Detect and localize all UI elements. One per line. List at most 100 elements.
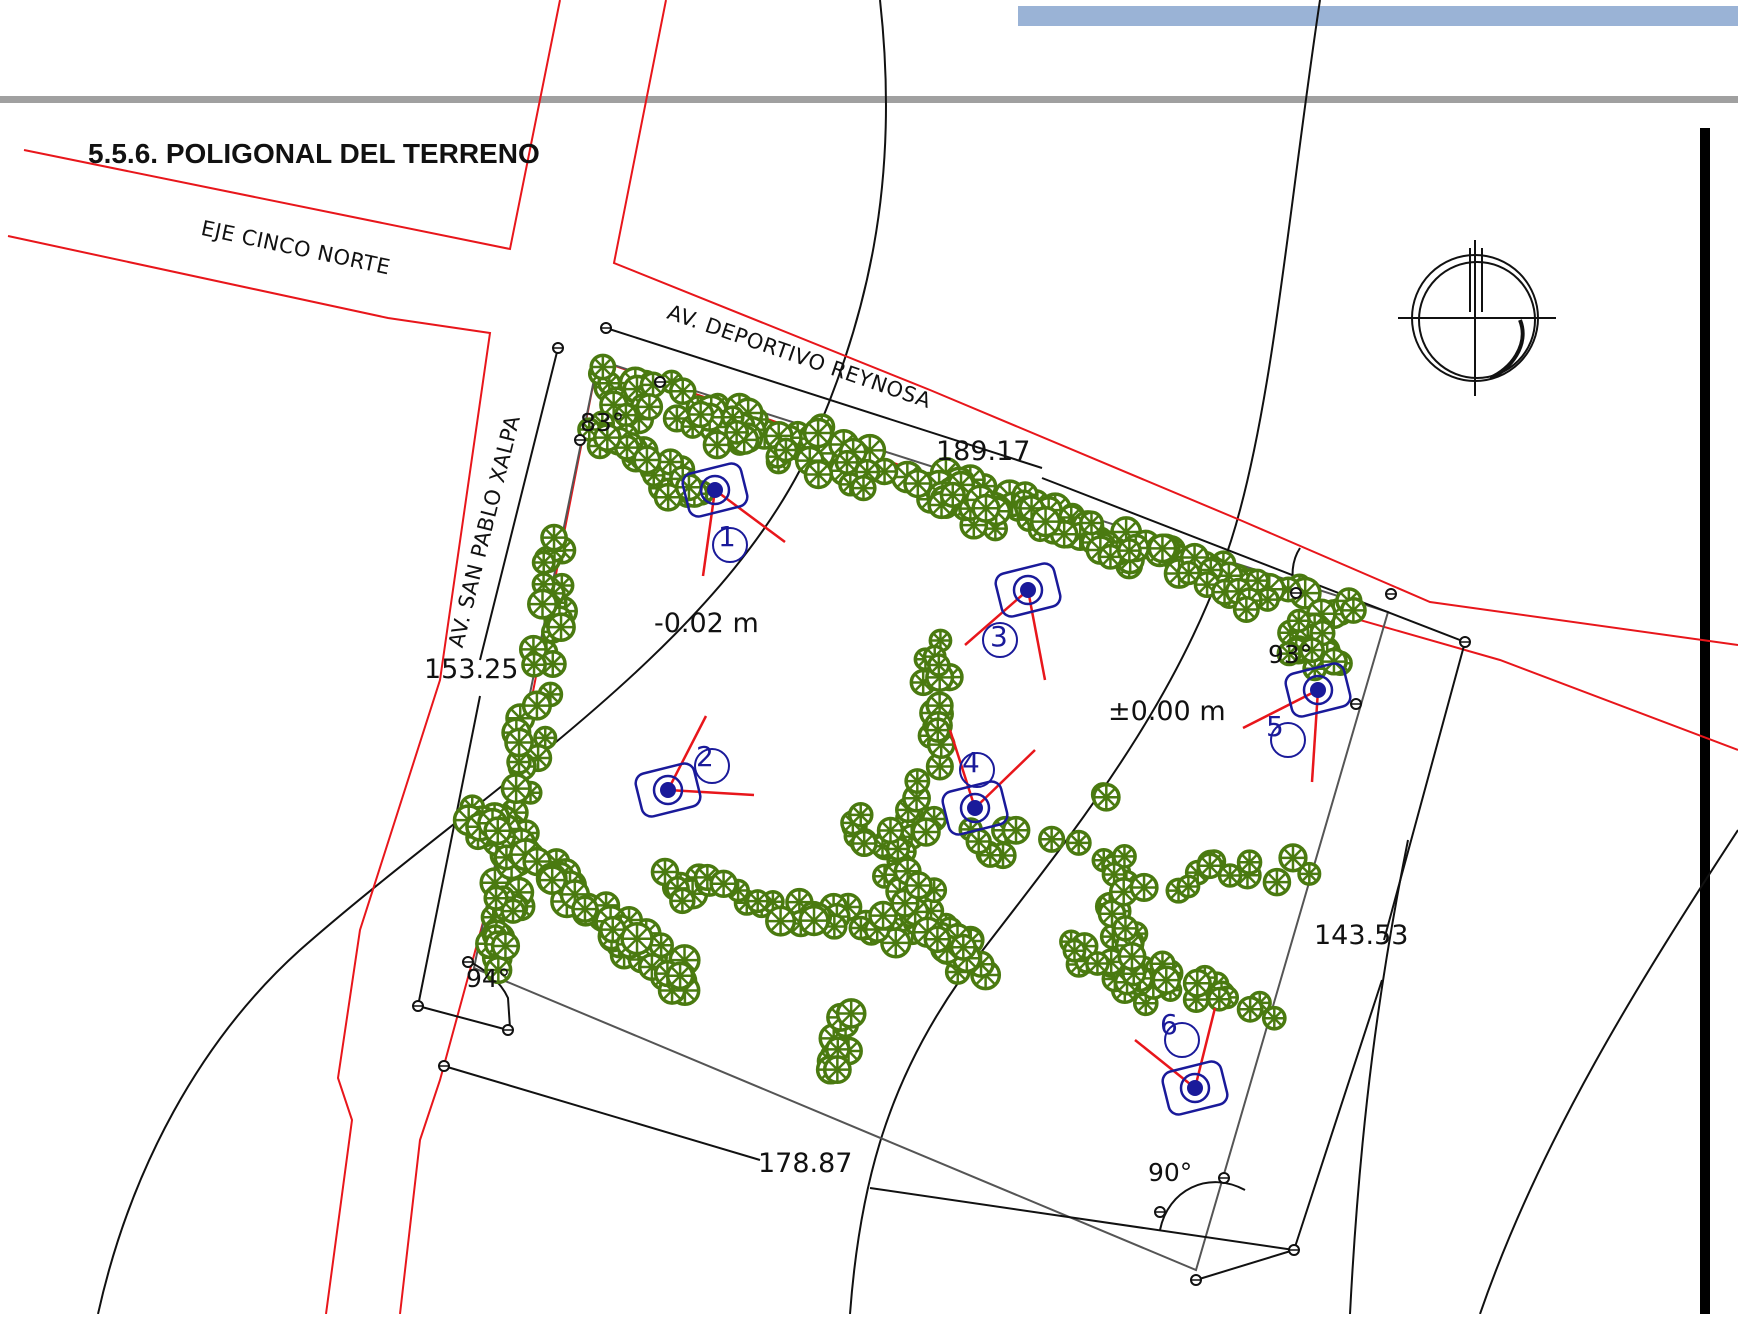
tree-icon: [504, 727, 534, 758]
camera-icon: [941, 729, 1036, 836]
survey-point: [1459, 636, 1471, 648]
tree-icon: [686, 400, 715, 429]
tree-icon: [1176, 560, 1201, 586]
tree-icon: [521, 690, 552, 721]
survey-point: [1350, 698, 1362, 710]
survey-point: [1190, 1274, 1202, 1286]
tree-icon: [850, 475, 877, 502]
tree-icon: [592, 423, 622, 452]
tree-icon: [835, 998, 867, 1029]
contour-line: [1479, 829, 1738, 1315]
tree-icon: [1278, 843, 1308, 873]
camera-icon: [681, 462, 786, 577]
tree-icon: [1062, 938, 1087, 963]
tree-icon: [971, 493, 1001, 523]
dimension-line: [417, 1005, 509, 1031]
tree-icon: [531, 550, 556, 575]
dimension-north: 189.17: [936, 436, 1031, 467]
dimension-line: [1293, 979, 1383, 1251]
tree-icon: [803, 459, 834, 490]
tree-icon: [527, 588, 558, 620]
camera-group: [634, 462, 1352, 1116]
tree-icon: [745, 889, 770, 914]
photo-point-label-5: 5: [1266, 710, 1284, 743]
tree-icon: [773, 437, 799, 463]
tree-icon: [589, 353, 617, 381]
street-line: [23, 0, 561, 251]
tree-icon: [1236, 995, 1264, 1023]
tree-icon: [1286, 608, 1311, 633]
contour-line: [97, 0, 888, 1315]
dimension-line: [1383, 641, 1466, 941]
survey-point: [412, 1000, 424, 1012]
tree-icon: [1206, 986, 1232, 1012]
survey-point: [552, 342, 564, 354]
header-rule: [0, 96, 1738, 103]
survey-point: [574, 434, 586, 446]
tree-icon: [1276, 641, 1302, 667]
level-west: -0.02 m: [654, 608, 759, 639]
tree-icon: [1232, 595, 1260, 623]
tree-icon: [1038, 825, 1066, 853]
tree-icon: [1085, 951, 1110, 976]
street-lines: [7, 0, 1738, 1315]
tree-icon: [1262, 867, 1292, 897]
dimension-line: [1195, 1249, 1295, 1281]
tree-icon: [1151, 965, 1182, 995]
tree-icon: [1117, 941, 1147, 971]
tree-icon: [1196, 852, 1224, 880]
survey-point: [1385, 588, 1397, 600]
dimension-south: 178.87: [758, 1148, 853, 1179]
survey-point: [1288, 1244, 1300, 1256]
tree-icon: [674, 473, 703, 502]
street-line: [7, 235, 492, 1315]
tree-icon: [1320, 647, 1348, 676]
tree-icon: [1236, 849, 1263, 875]
tree-icon: [500, 898, 526, 924]
survey-point: [1154, 1206, 1166, 1218]
tree-icon: [571, 895, 599, 923]
tree-icon: [939, 481, 966, 508]
tree-icon: [1339, 596, 1367, 624]
tree-icon: [533, 725, 558, 750]
camera-icon: [634, 715, 755, 818]
tree-icon: [1261, 1005, 1287, 1031]
tree-icon: [1182, 968, 1212, 998]
photo-point-label-3: 3: [990, 620, 1008, 653]
survey-point: [438, 1060, 450, 1072]
dimension-line: [443, 1065, 761, 1161]
street-line: [612, 0, 1738, 646]
page-title: 5.5.6. POLIGONAL DEL TERRENO: [88, 138, 540, 169]
camera-icon: [1134, 1007, 1229, 1116]
tree-icon: [904, 871, 933, 900]
dimension-line: [869, 1187, 1295, 1251]
dimension-west: 153.25: [424, 654, 519, 685]
tree-icon: [1065, 829, 1092, 856]
tree-icon: [500, 773, 532, 805]
contour-lines: [97, 0, 1738, 1315]
tree-icon: [965, 828, 992, 855]
camera-icon: [1242, 662, 1352, 783]
tree-icon: [537, 865, 568, 895]
photo-point-label-2: 2: [696, 740, 714, 773]
header-bar: [1018, 6, 1738, 26]
tree-icon: [1245, 568, 1270, 593]
tree-icon: [1097, 543, 1124, 570]
tree-icon: [798, 904, 830, 937]
tree-icon: [483, 816, 513, 846]
dimension-line: [417, 695, 481, 1007]
photo-point-label-1: 1: [718, 520, 736, 553]
tree-icon: [1112, 843, 1137, 869]
survey-point: [502, 1024, 514, 1036]
tree-icon: [824, 1036, 851, 1063]
tree-icon: [546, 612, 576, 642]
tree-icon: [1129, 872, 1159, 903]
tree-icon: [1029, 506, 1062, 538]
tree-icon: [924, 717, 951, 743]
tree-icon: [1091, 782, 1121, 812]
tree-icon: [923, 925, 952, 954]
tree-icon: [483, 885, 509, 911]
tree-icon: [765, 905, 797, 937]
